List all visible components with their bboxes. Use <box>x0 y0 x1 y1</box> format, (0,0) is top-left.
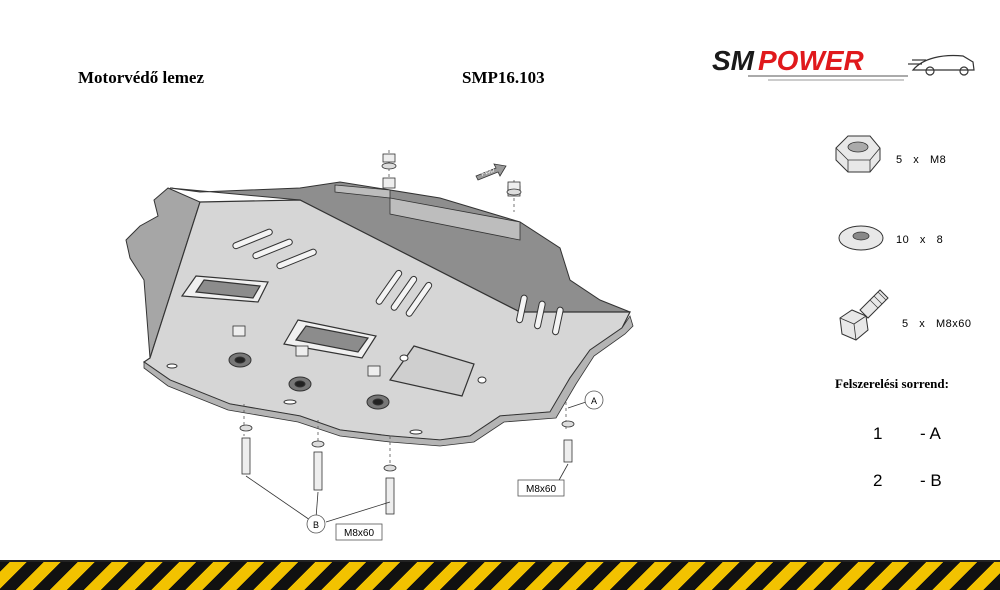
legend-bolt-qty: 5 x M8x60 <box>902 318 972 330</box>
ventilation-slots <box>232 228 564 336</box>
washer-icon <box>838 225 884 251</box>
skid-plate-diagram: FWD A M8x60 <box>125 150 634 541</box>
assembly-step-number: 2 <box>873 471 883 490</box>
logo-text-power: POWER <box>758 45 865 76</box>
plate-rear-flange <box>169 181 631 313</box>
callout-a-letter: A <box>591 396 597 406</box>
bolt-icon <box>839 289 889 341</box>
drain-openings <box>180 275 475 397</box>
callout-b-letter: B <box>313 520 319 530</box>
mounting-holes <box>166 352 487 435</box>
nut-icon <box>835 135 881 173</box>
smpower-logo: SM POWER <box>712 45 975 81</box>
upper-fasteners <box>381 153 522 196</box>
legend-washer-qty: 10 x 8 <box>896 234 944 246</box>
callout-b-bolt-label: M8x60 <box>344 528 374 539</box>
page-title: Motorvédő lemez <box>78 68 205 87</box>
lower-bolts <box>239 420 575 515</box>
logo-car-icon <box>748 54 975 81</box>
logo-text-sm: SM <box>712 45 755 76</box>
assembly-step-number: 1 <box>873 424 883 443</box>
fwd-arrow-icon: FWD <box>475 163 507 181</box>
fwd-label: FWD <box>481 167 497 178</box>
callout-b: B M8x60 <box>245 475 391 541</box>
product-code: SMP16.103 <box>462 68 545 87</box>
assembly-order-title: Felszerelési sorrend: <box>835 376 949 391</box>
legend-nut-qty: 5 x M8 <box>896 154 947 166</box>
plate-front-lip <box>143 315 634 447</box>
assembly-step-label: - B <box>920 471 942 490</box>
callout-a-bolt-label: M8x60 <box>526 484 556 495</box>
callout-a: A M8x60 <box>517 390 604 497</box>
hazard-stripe-footer <box>0 560 1000 590</box>
assembly-step-label: - A <box>920 424 941 443</box>
